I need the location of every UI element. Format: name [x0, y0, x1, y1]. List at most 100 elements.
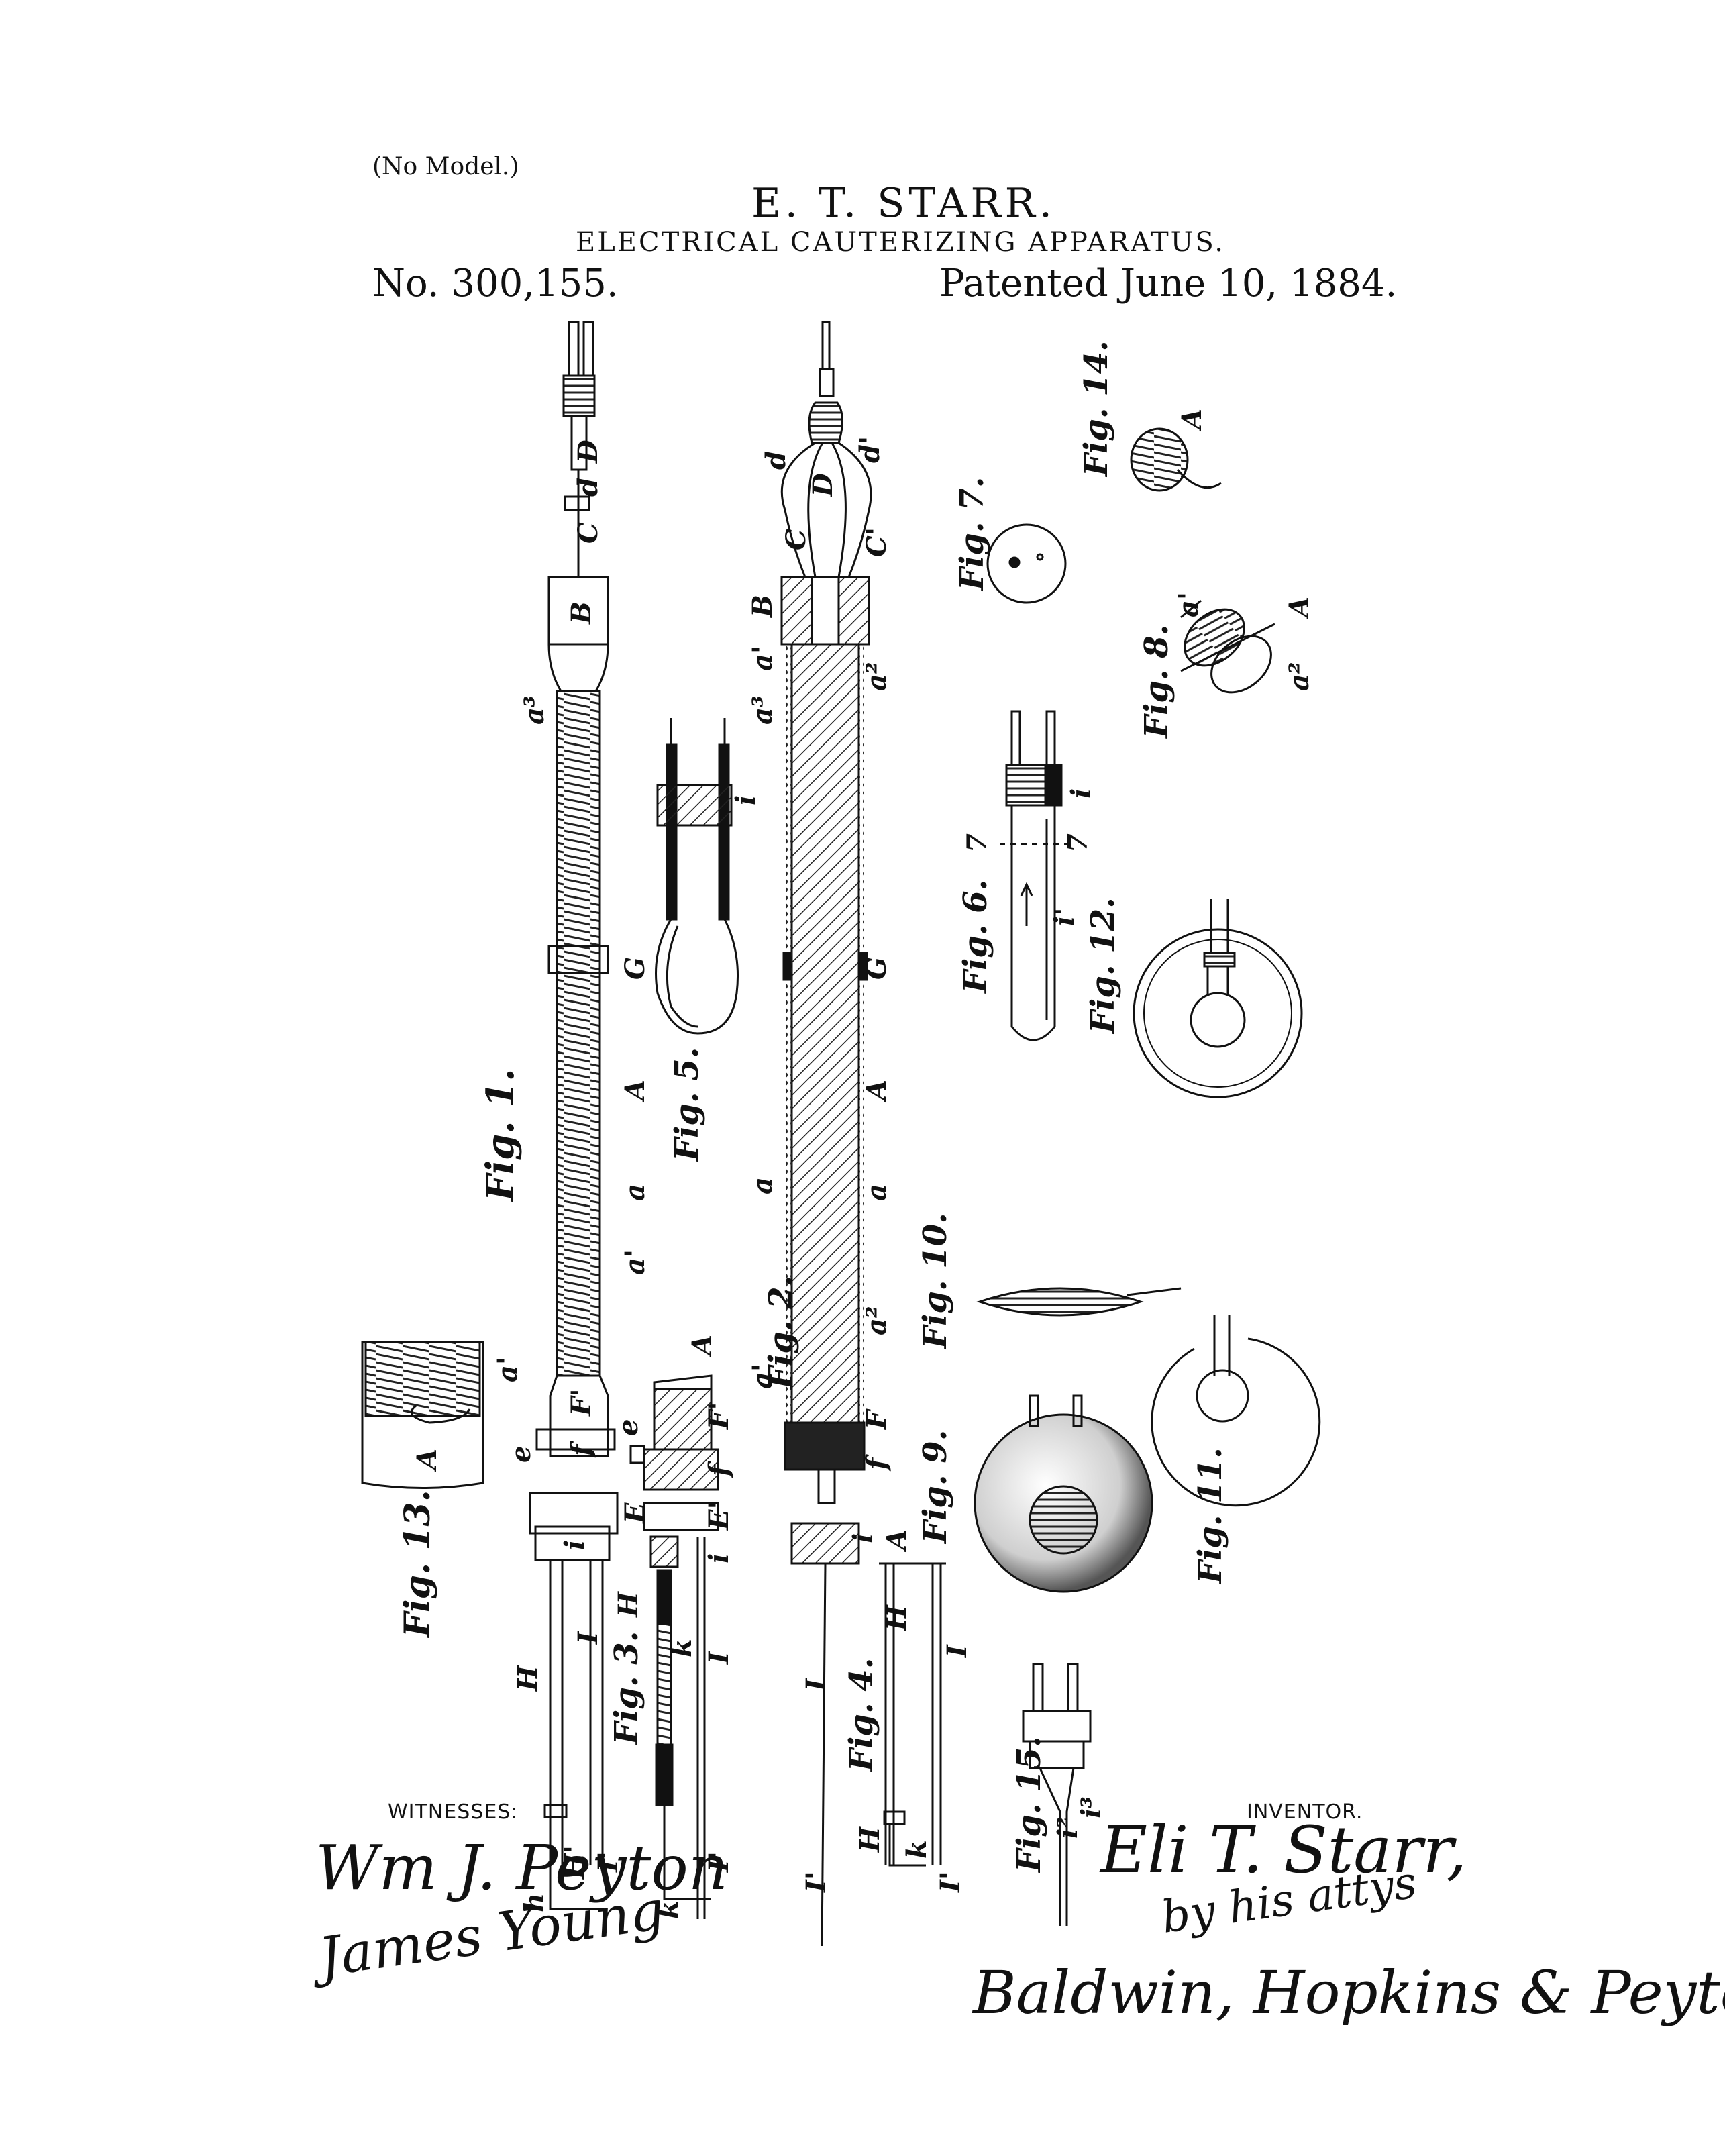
witnesses-caption: WITNESSES: — [388, 1800, 519, 1824]
label-F-fig2: F — [861, 1408, 892, 1430]
label-e-fig3: e — [613, 1419, 644, 1436]
fig-4-label: Fig. 4. — [843, 1658, 880, 1773]
label-a2-fig8: a² — [1284, 662, 1315, 691]
fig-8-label: Fig. 8. — [1138, 625, 1175, 739]
label-e-fig1: e — [505, 1446, 537, 1463]
label-d-fig2: d — [760, 451, 792, 470]
figure-15-plug — [1022, 1663, 1092, 1926]
label-E1-fig3: E' — [703, 1501, 735, 1531]
label-i2-fig15: i² — [1052, 1816, 1084, 1839]
figure-13-sleeve — [361, 1341, 484, 1489]
label-I1-fig2: I' — [800, 1871, 832, 1893]
label-a1-fig8: a' — [1173, 592, 1204, 617]
no-model-note: (No Model.) — [372, 153, 519, 181]
label-D-fig2: D — [807, 473, 839, 497]
label-H-fig4b: H — [854, 1826, 886, 1853]
label-G-fig2: G — [861, 957, 892, 980]
figure-4-handle-detail — [879, 1562, 946, 1867]
label-F1-fig1: F' — [566, 1388, 597, 1417]
label-H-fig1: H — [512, 1665, 543, 1692]
patent-date: Patented June 10, 1884. — [939, 262, 1398, 305]
witness-signature-1: Wm J. Peyton — [315, 1832, 728, 1904]
label-i-fig5: i — [730, 795, 762, 805]
figure-3-handle-section — [629, 1374, 719, 1919]
label-A-fig3: A — [686, 1335, 718, 1358]
figure-2-section — [780, 321, 872, 1947]
figure-5-loop — [655, 718, 739, 1035]
label-a3-fig1: a³ — [519, 696, 550, 725]
inventor-name-heading: E. T. STARR. — [751, 180, 1056, 227]
label-I-fig3: I — [703, 1651, 735, 1665]
label-A-fig1: A — [619, 1080, 651, 1103]
label-k-fig3: k — [666, 1639, 698, 1657]
label-H-fig4: H — [881, 1604, 912, 1631]
fig-2-label: Fig. 2. — [762, 1276, 800, 1390]
label-7b-fig6: 7 — [1062, 833, 1094, 852]
fig-7-label: Fig. 7. — [953, 477, 991, 592]
label-I1-fig1: I' — [592, 1851, 624, 1873]
invention-title: ELECTRICAL CAUTERIZING APPARATUS. — [576, 227, 1226, 258]
label-a-fig2b: a — [861, 1184, 892, 1201]
label-d1-fig2: d' — [854, 436, 886, 463]
fig-11-label: Fig. 11. — [1192, 1447, 1229, 1585]
figure-14-coil — [1130, 427, 1222, 492]
label-i1-fig6: i' — [1049, 908, 1080, 926]
label-k-fig3b: k — [653, 1900, 684, 1919]
fig-10-label: Fig. 10. — [917, 1213, 954, 1350]
figure-7-disc — [986, 523, 1067, 604]
label-a1-fig1: a' — [619, 1249, 651, 1275]
inventor-signature: Eli T. Starr, — [1099, 1812, 1467, 1888]
label-C1-fig2: C' — [861, 527, 892, 557]
label-f-fig2: f — [861, 1454, 892, 1472]
label-I1-fig3: I' — [703, 1851, 735, 1873]
figure-10-lens — [976, 1287, 1182, 1317]
label-H1-fig1: H' — [559, 1845, 590, 1880]
fig-3-label: Fig. 3. — [608, 1631, 645, 1746]
label-k-fig4: k — [901, 1840, 933, 1859]
label-a-fig1: a — [619, 1184, 651, 1201]
label-f-fig1: f — [566, 1441, 597, 1458]
label-B-fig1: B — [566, 601, 597, 625]
fig-15-label: Fig. 15. — [1010, 1736, 1048, 1873]
reference-letters: C d D B a³ G A a a' a' A e f F' i H I H'… — [411, 409, 1315, 1919]
figure-12-lamp — [1133, 899, 1303, 1098]
fig-14-label: Fig. 14. — [1078, 340, 1115, 478]
label-A-fig2: A — [861, 1080, 892, 1103]
label-A-fig4: A — [881, 1529, 912, 1553]
label-F1-fig3: F' — [703, 1402, 735, 1430]
label-a1-fig13: a' — [492, 1357, 523, 1382]
label-a1-fig2b: a' — [747, 1364, 778, 1389]
label-a2-fig2: a² — [861, 662, 892, 691]
label-a2-fig2b: a² — [861, 1306, 892, 1335]
figure-11-bulb — [1151, 1315, 1321, 1507]
label-D-fig1: D — [572, 440, 604, 464]
label-i3-fig15: i³ — [1076, 1796, 1107, 1818]
fig-12-label: Fig. 12. — [1084, 897, 1122, 1035]
figure-8-coil — [1180, 599, 1275, 694]
label-B-fig2: B — [747, 595, 778, 618]
label-i-fig6: i — [1065, 788, 1097, 799]
inventor-signatures: Eli T. Starr, by his attys Baldwin, Hopk… — [972, 1812, 1725, 2027]
label-d-fig1: d — [572, 478, 604, 497]
fig-9-label: Fig. 9. — [917, 1430, 954, 1545]
fig-6-label: Fig. 6. — [957, 880, 994, 994]
label-I1-fig4: I' — [935, 1871, 966, 1893]
label-a3-fig2: a³ — [747, 696, 778, 725]
label-h-fig1: h — [519, 1893, 550, 1912]
figure-1-instrument — [529, 321, 619, 1910]
inventor-caption: INVENTOR. — [1247, 1800, 1363, 1824]
fig-13-label: Fig. 13. — [397, 1490, 438, 1639]
label-I-fig2: I — [800, 1678, 832, 1692]
label-7a-fig6: 7 — [961, 833, 993, 852]
label-A-fig8: A — [1284, 597, 1315, 620]
fig-1-label: Fig. 1. — [478, 1068, 523, 1202]
attorneys-signature: Baldwin, Hopkins & Peyton — [972, 1958, 1725, 2027]
figure-9-sphere — [974, 1394, 1153, 1593]
label-I-fig4: I — [941, 1644, 973, 1658]
fig-5-label: Fig. 5. — [668, 1047, 706, 1162]
label-a-fig2: a — [747, 1177, 778, 1194]
label-H-fig3: H — [613, 1591, 644, 1618]
figure-6-tube — [1000, 710, 1074, 1041]
label-C-fig1: C — [572, 522, 604, 544]
